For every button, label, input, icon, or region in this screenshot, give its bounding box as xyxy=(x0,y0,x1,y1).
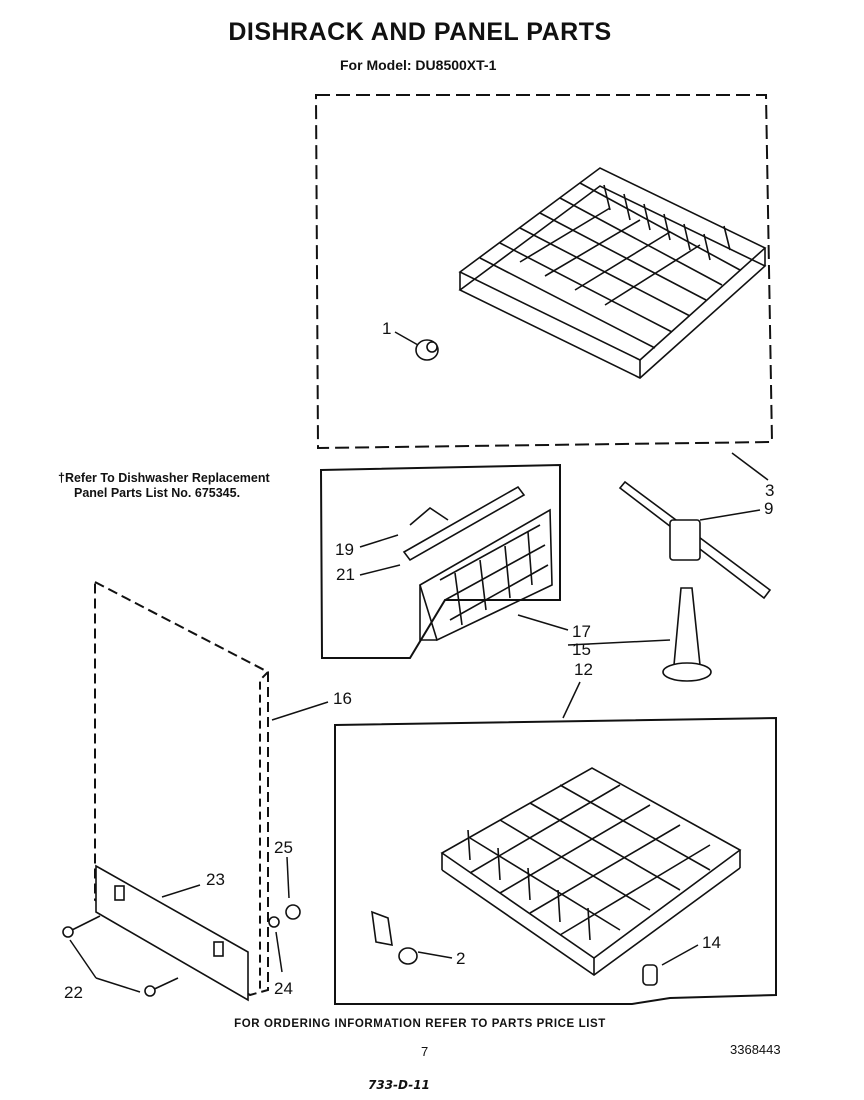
nut-part xyxy=(268,904,301,928)
leader-lines xyxy=(69,331,769,993)
lower-rack xyxy=(440,767,742,976)
page-title: DISHRACK AND PANEL PARTS xyxy=(228,18,612,46)
note-line-1: †Refer To Dishwasher Replacement xyxy=(58,471,270,485)
callout-12: 12 xyxy=(574,660,593,679)
callout-19: 19 xyxy=(335,540,354,559)
note-line-2: Panel Parts List No. 675345. xyxy=(74,486,241,500)
callout-2: 2 xyxy=(456,949,465,968)
upper-rack-box xyxy=(314,94,774,450)
callout-16: 16 xyxy=(333,689,352,708)
lower-rack-box xyxy=(334,716,777,1005)
door-panel xyxy=(95,864,249,1002)
replacement-note: †Refer To Dishwasher Replacement Panel P… xyxy=(58,471,270,501)
upper-rack xyxy=(458,167,767,379)
spray-tower xyxy=(662,587,712,682)
callout-3: 3 xyxy=(765,481,774,500)
panel-parts xyxy=(402,485,553,642)
callout-15: 15 xyxy=(572,640,591,659)
callout-9: 9 xyxy=(764,499,773,518)
page-number: 7 xyxy=(421,1044,429,1059)
rack-stop-part xyxy=(415,339,439,361)
callout-17: 17 xyxy=(572,622,591,641)
callout-1: 1 xyxy=(382,319,391,338)
handwritten-note: 733-D-11 xyxy=(368,1078,430,1092)
callout-14: 14 xyxy=(702,933,721,952)
model-label: For Model: DU8500XT-1 xyxy=(340,57,497,73)
callout-22: 22 xyxy=(64,983,83,1002)
callout-21: 21 xyxy=(336,565,355,584)
callout-25: 25 xyxy=(274,838,293,857)
callout-23: 23 xyxy=(206,870,225,889)
ordering-info: FOR ORDERING INFORMATION REFER TO PARTS … xyxy=(234,1018,606,1030)
callout-24: 24 xyxy=(274,979,293,998)
screws xyxy=(62,915,179,997)
door-outline xyxy=(94,580,269,997)
spray-arm xyxy=(618,480,772,600)
bumper-part xyxy=(642,964,658,986)
rack-wheel-part xyxy=(371,910,418,965)
document-number: 3368443 xyxy=(730,1042,781,1057)
